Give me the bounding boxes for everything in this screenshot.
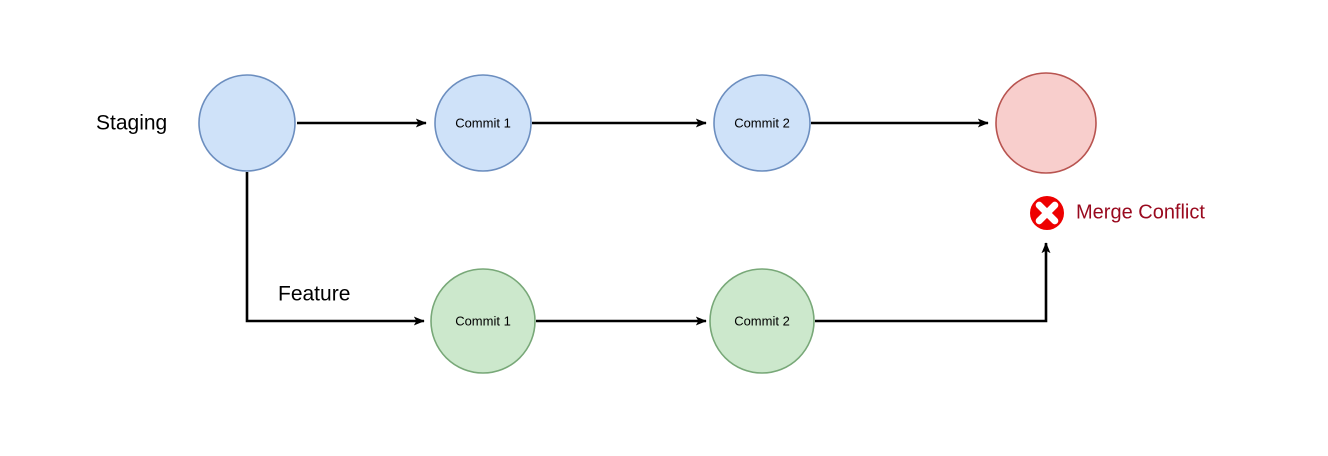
commit-node-feature-commit-1[interactable]: Commit 1 <box>430 268 536 374</box>
commit-node-staging-commit-2[interactable]: Commit 2 <box>713 74 811 172</box>
label-staging-commit-2: Commit 2 <box>734 115 790 130</box>
edge-feature-commit-2-to-conflict <box>815 242 1051 323</box>
error-x-icon-glyph <box>1035 201 1059 225</box>
merge-conflict-label: Merge Conflict <box>1076 201 1205 223</box>
circle-merge-target[interactable] <box>995 72 1097 174</box>
commit-node-feature-commit-2[interactable]: Commit 2 <box>709 268 815 374</box>
circle-feature-commit-1[interactable] <box>430 268 536 374</box>
label-staging-commit-1: Commit 1 <box>455 115 511 130</box>
circle-staging-commit-1[interactable] <box>434 74 532 172</box>
branch-label-staging: Staging <box>96 112 167 135</box>
edge-layer <box>245 118 1051 326</box>
commit-node-staging-head[interactable] <box>198 74 296 172</box>
label-feature-commit-1: Commit 1 <box>455 313 511 328</box>
commit-node-merge-target[interactable] <box>995 72 1097 174</box>
branch-label-feature: Feature <box>278 283 350 306</box>
label-feature-commit-2: Commit 2 <box>734 313 790 328</box>
circle-staging-commit-2[interactable] <box>713 74 811 172</box>
edge-branch-off-to-feature <box>245 172 425 326</box>
circle-staging-head[interactable] <box>198 74 296 172</box>
circle-feature-commit-2[interactable] <box>709 268 815 374</box>
node-layer: Commit 1 Commit 2 Commit 1 Commit 2 <box>198 72 1097 374</box>
commit-node-staging-commit-1[interactable]: Commit 1 <box>434 74 532 172</box>
merge-conflict-marker: Merge Conflict <box>1030 196 1205 230</box>
